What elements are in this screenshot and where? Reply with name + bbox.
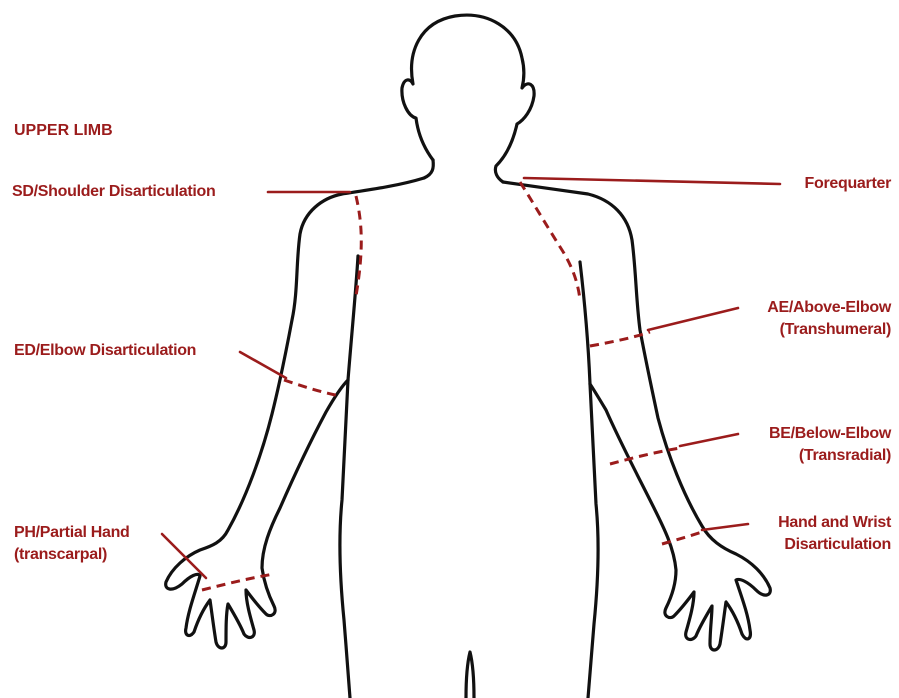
be-leader [680, 434, 738, 446]
label-line: ED/Elbow Disarticulation [14, 340, 196, 362]
label-forequarter: Forequarter [805, 173, 892, 195]
label-line: (Transradial) [769, 445, 891, 467]
forequarter-line [520, 182, 580, 300]
ae-leader [648, 308, 738, 330]
partial-hand-line [202, 574, 274, 590]
label-hand-wrist-disarticulation: Hand and Wrist Disarticulation [778, 512, 891, 556]
elbow-disarticulation-line [284, 380, 340, 396]
label-shoulder-disarticulation: SD/Shoulder Disarticulation [12, 181, 216, 203]
label-line: AE/Above-Elbow [767, 297, 891, 319]
body-outline [166, 15, 771, 698]
section-title: UPPER LIMB [14, 120, 113, 142]
label-line: PH/Partial Hand [14, 522, 130, 544]
leader-lines [162, 178, 780, 578]
label-line: Forequarter [805, 173, 892, 195]
hw-leader [702, 524, 748, 530]
ph-leader [162, 534, 206, 578]
label-below-elbow: BE/Below-Elbow (Transradial) [769, 423, 891, 467]
fq-leader [524, 178, 780, 184]
label-line: Disarticulation [778, 534, 891, 556]
label-line: BE/Below-Elbow [769, 423, 891, 445]
label-line: SD/Shoulder Disarticulation [12, 181, 216, 203]
label-line: (Transhumeral) [767, 319, 891, 341]
label-partial-hand: PH/Partial Hand (transcarpal) [14, 522, 130, 566]
label-above-elbow: AE/Above-Elbow (Transhumeral) [767, 297, 891, 341]
label-line: (transcarpal) [14, 544, 130, 566]
label-line: Hand and Wrist [778, 512, 891, 534]
ed-leader [240, 352, 286, 378]
label-elbow-disarticulation: ED/Elbow Disarticulation [14, 340, 196, 362]
